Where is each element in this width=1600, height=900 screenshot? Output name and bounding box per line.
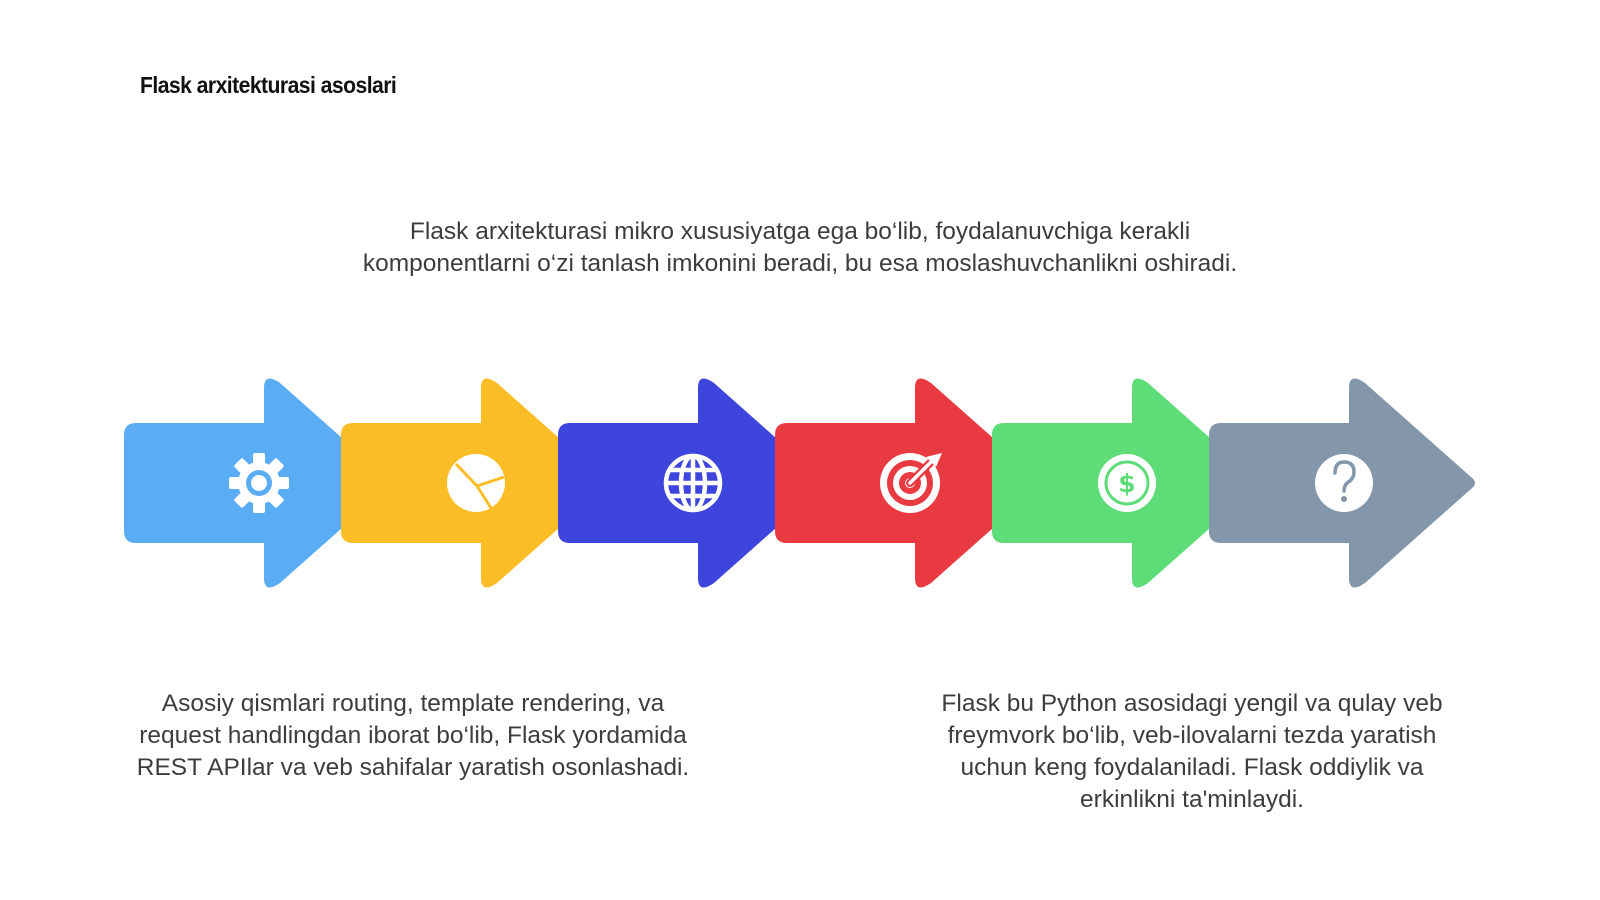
globe-icon [663,453,723,513]
arrow-step-3 [558,378,824,588]
arrow-step-4 [775,378,1041,588]
target-icon [880,453,942,513]
arrow-step-2 [341,378,607,588]
top-description: Flask arxitekturasi mikro xususiyatga eg… [362,218,1238,277]
arrows-layer: $ [124,378,1475,588]
bottom-right-description: Flask bu Python asosidagi yengil va qula… [941,690,1443,813]
page-title: Flask arxitekturasi asoslari [140,72,397,98]
question-icon [1315,454,1373,512]
arrow-step-5: $ [992,378,1258,588]
arrow-step-6 [1209,378,1475,588]
dollar-icon: $ [1098,454,1156,512]
bottom-left-description: Asosiy qismlari routing, template render… [136,690,690,781]
gear-icon [229,453,289,513]
arrow-step-1 [124,378,390,588]
svg-text:$: $ [1118,469,1135,498]
pie-chart-icon [447,454,505,512]
